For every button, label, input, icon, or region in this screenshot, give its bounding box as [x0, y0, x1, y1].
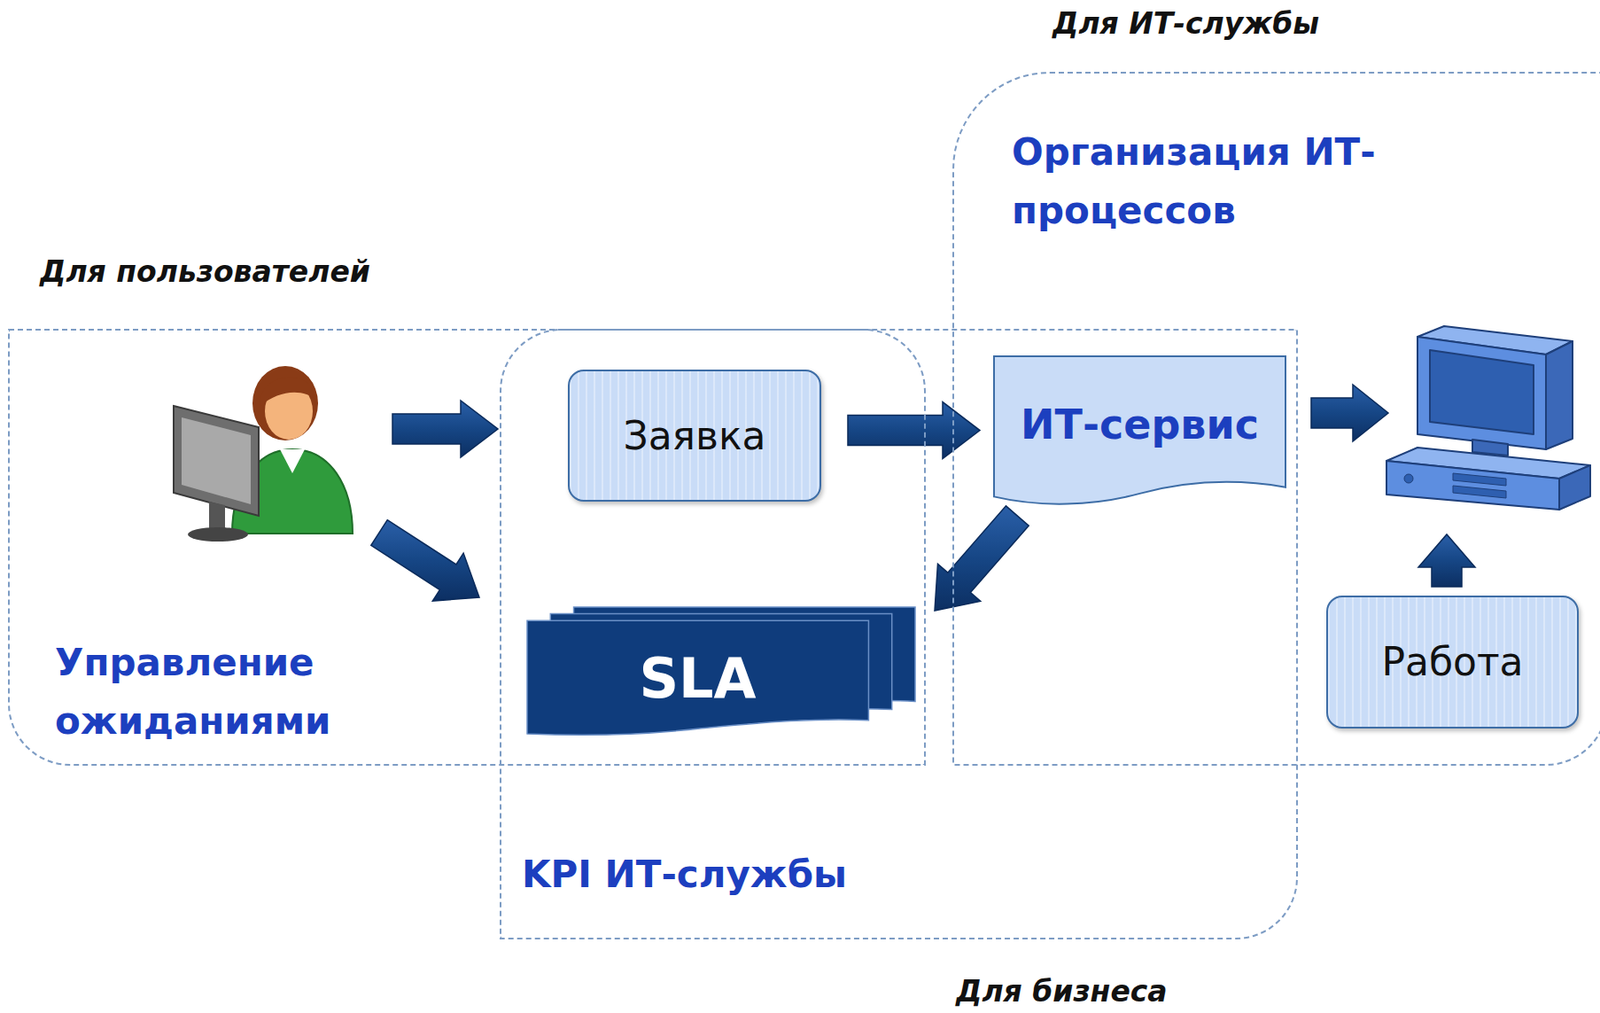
region-heading: KPI ИТ-службы [521, 845, 965, 904]
user-collar [279, 449, 305, 474]
user-icon [173, 365, 353, 542]
monitor-front [1417, 336, 1546, 450]
process-box: Заявка [567, 369, 822, 502]
region-caption: Для бизнеса [955, 974, 1168, 1009]
it-service-region: Для ИТ-службыОрганизация ИТ-процессовИТ-… [952, 71, 1600, 766]
block-arrow [1311, 384, 1389, 442]
box-label: Работа [1381, 638, 1523, 685]
service-document: ИТ-сервис [994, 356, 1286, 513]
box-label: ИТ-сервис [1020, 400, 1259, 449]
region-heading: Управление ожиданиями [54, 633, 445, 751]
user-monitor-base [187, 527, 249, 542]
region-caption: Для ИТ-службы [1052, 7, 1320, 41]
case-drive [1452, 473, 1507, 486]
document-outline [994, 356, 1286, 505]
sla-document-stack: SLA [527, 606, 916, 742]
computer-icon [1386, 326, 1591, 510]
case-front [1386, 460, 1560, 510]
process-box: Работа [1326, 595, 1579, 729]
monitor-side [1545, 341, 1573, 450]
case-side [1559, 465, 1591, 510]
block-arrow-connector [847, 402, 980, 459]
document-page [527, 620, 869, 735]
box-label: SLA [638, 647, 756, 710]
region-caption: Для пользователей [39, 255, 371, 289]
block-arrow-connector [934, 505, 1029, 611]
case-button [1404, 473, 1414, 483]
user-monitor [173, 405, 259, 516]
business-region: KPI ИТ-службыДля бизнеса [499, 328, 1298, 940]
block-arrow [392, 400, 498, 458]
case-drive [1452, 485, 1507, 498]
monitor-screen [1429, 349, 1534, 435]
block-arrow [1418, 534, 1476, 587]
user-monitor-stand [209, 501, 226, 532]
block-arrow [371, 520, 480, 601]
box-label: Заявка [622, 412, 766, 459]
user-hair-top [260, 377, 318, 406]
user-hair [252, 365, 319, 441]
user-monitor-back [181, 417, 251, 505]
region-heading: Организация ИТ-процессов [1011, 123, 1491, 241]
users-region: Для пользователейУправление ожиданиямиЗа… [7, 328, 926, 766]
